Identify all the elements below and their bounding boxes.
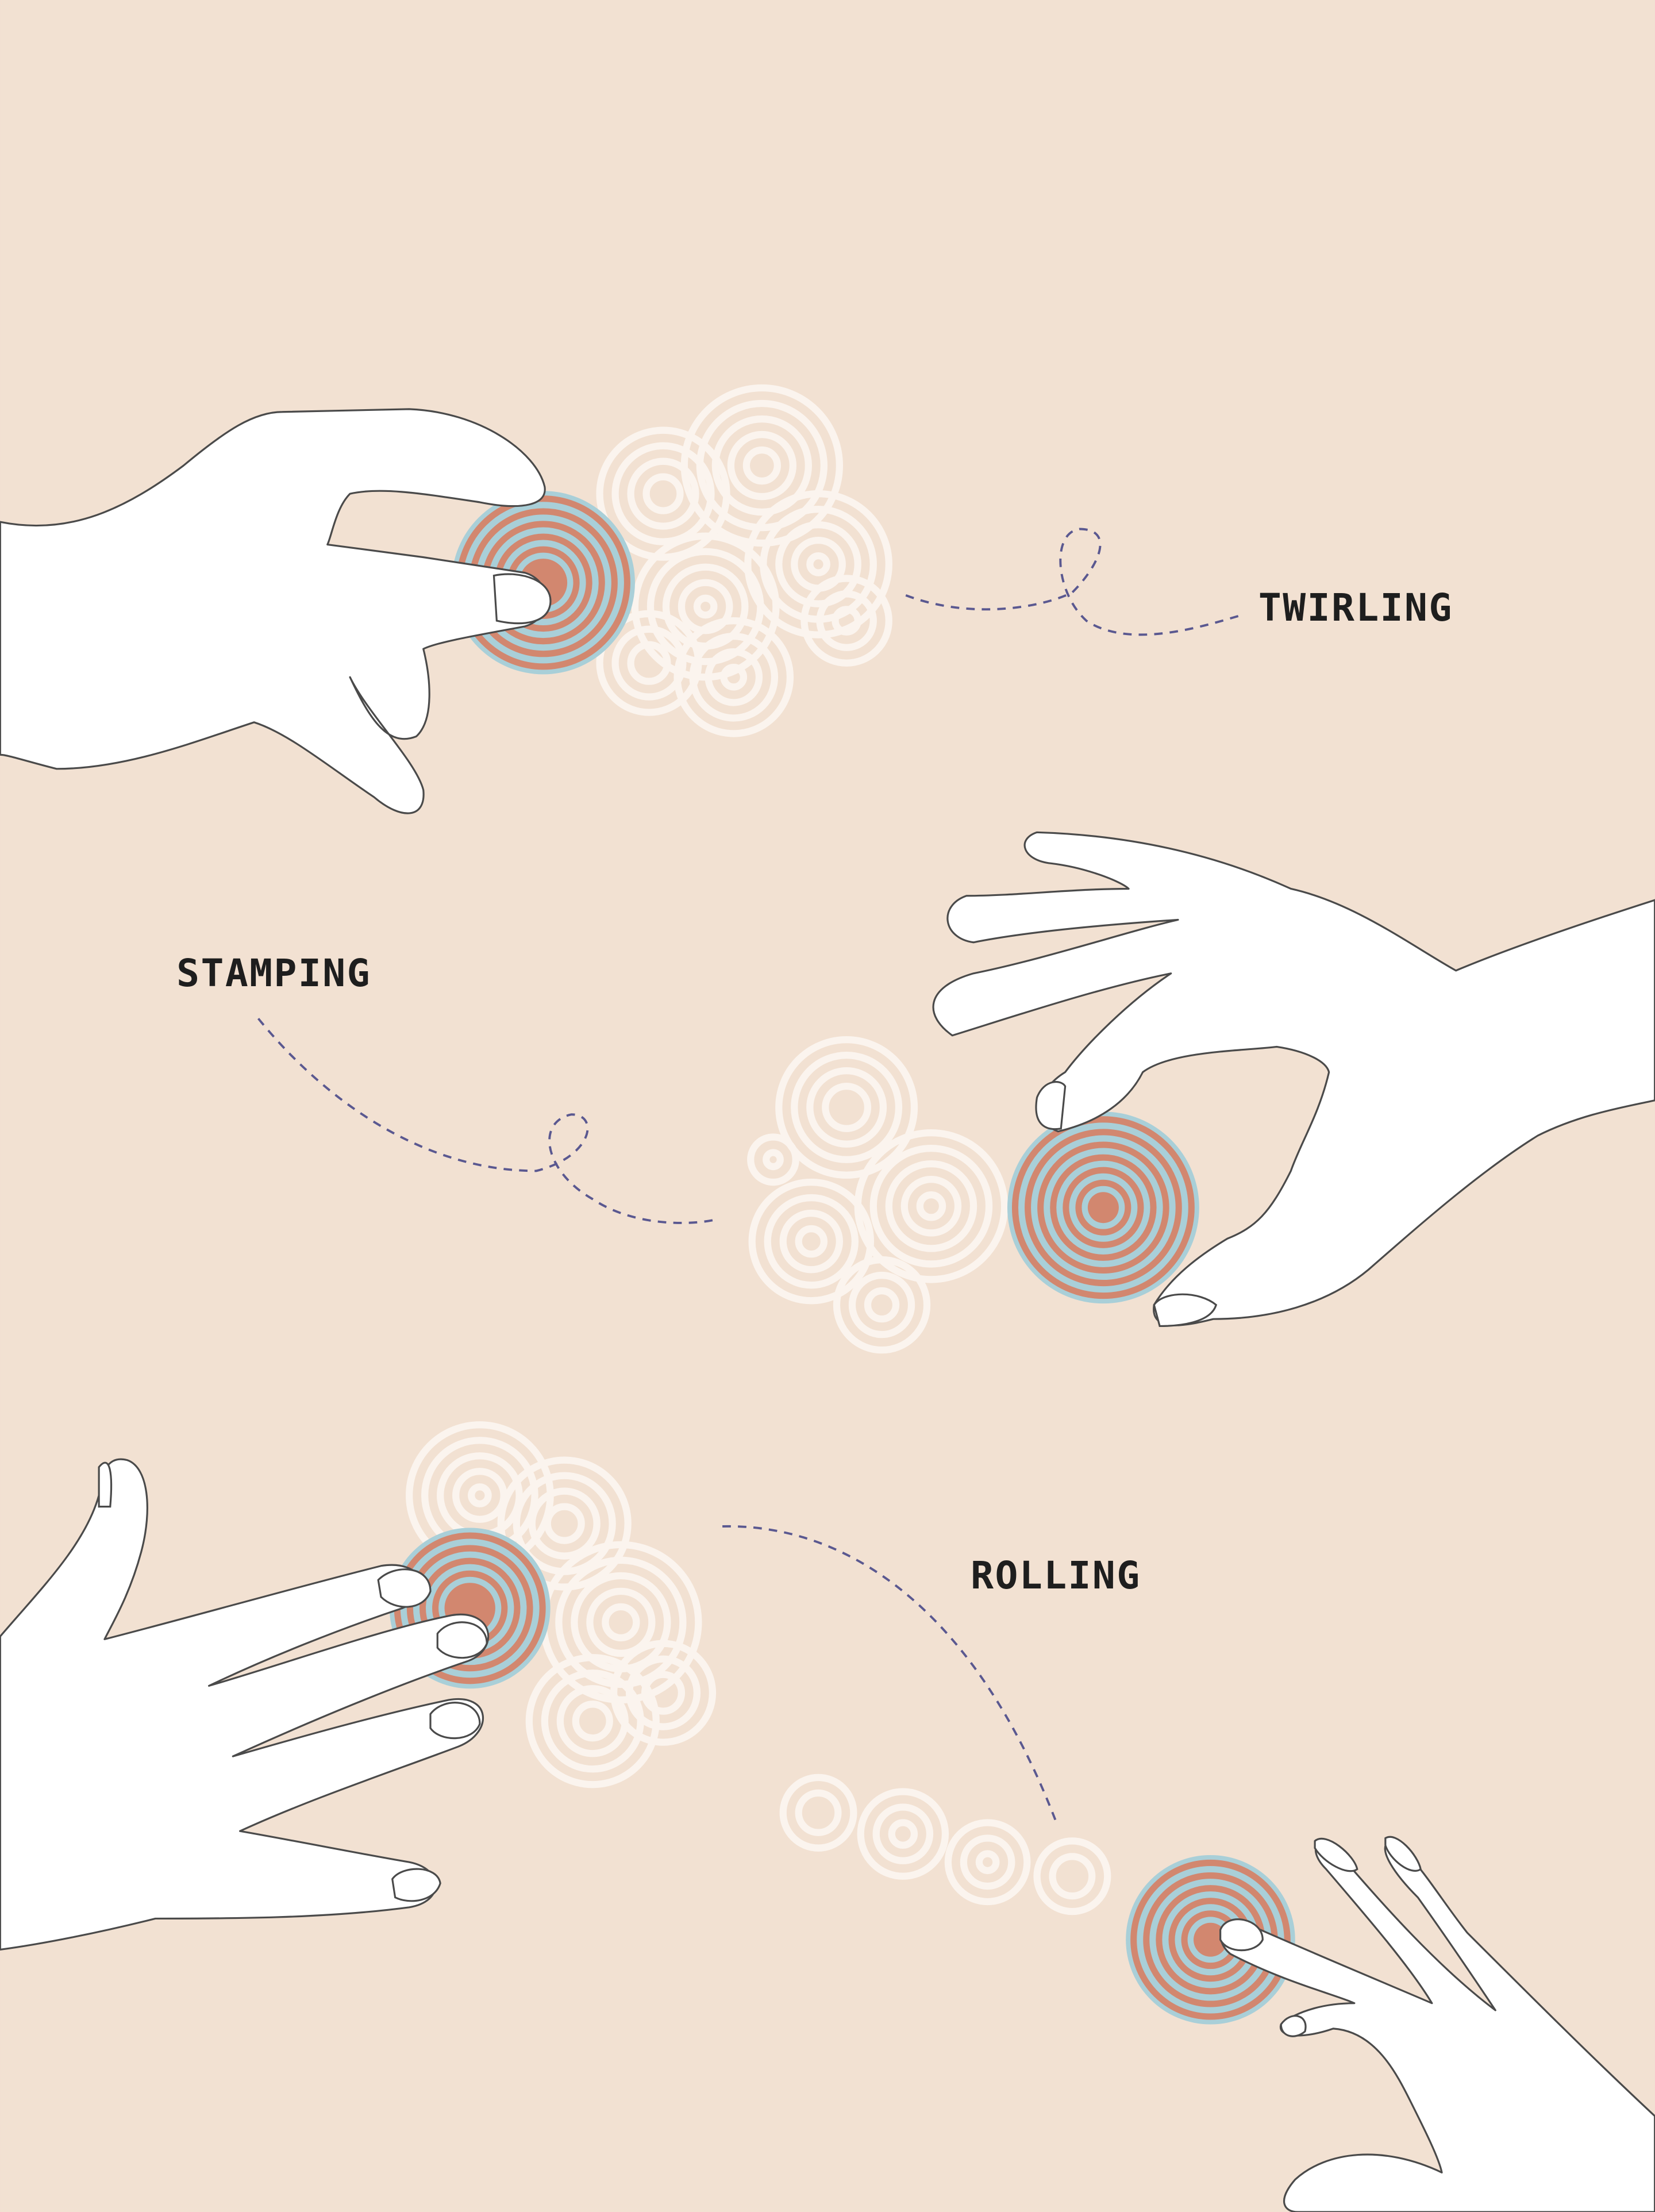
imprint-swirl bbox=[747, 1133, 799, 1186]
imprint-swirl bbox=[775, 1036, 918, 1179]
label-rolling: ROLLING bbox=[971, 1553, 1141, 1598]
imprint-swirl bbox=[833, 1256, 931, 1354]
twirling-path bbox=[905, 528, 1242, 636]
label-twirling: TWIRLING bbox=[1258, 585, 1453, 630]
imprint-swirl bbox=[1033, 1837, 1111, 1915]
imprint-swirl bbox=[800, 575, 892, 667]
hand-rolling-right bbox=[1219, 1836, 1655, 2212]
imprints bbox=[406, 384, 1111, 1915]
rolling-path bbox=[722, 1525, 1057, 1821]
hand-twirling bbox=[0, 408, 552, 814]
stamping-path bbox=[257, 1018, 713, 1224]
imprint-swirl bbox=[610, 1640, 717, 1746]
label-stamping: STAMPING bbox=[176, 951, 371, 995]
imprint-swirl bbox=[673, 617, 794, 737]
imprint-swirl bbox=[857, 1788, 949, 1880]
imprint-swirl bbox=[680, 384, 844, 547]
hand-stamping bbox=[932, 831, 1655, 1328]
imprint-swirl bbox=[748, 1178, 875, 1305]
imprint-swirl bbox=[779, 1774, 857, 1852]
stamping-ball bbox=[1007, 1111, 1199, 1304]
imprint-swirl bbox=[944, 1819, 1031, 1906]
hand-rolling-left bbox=[0, 1458, 490, 1951]
